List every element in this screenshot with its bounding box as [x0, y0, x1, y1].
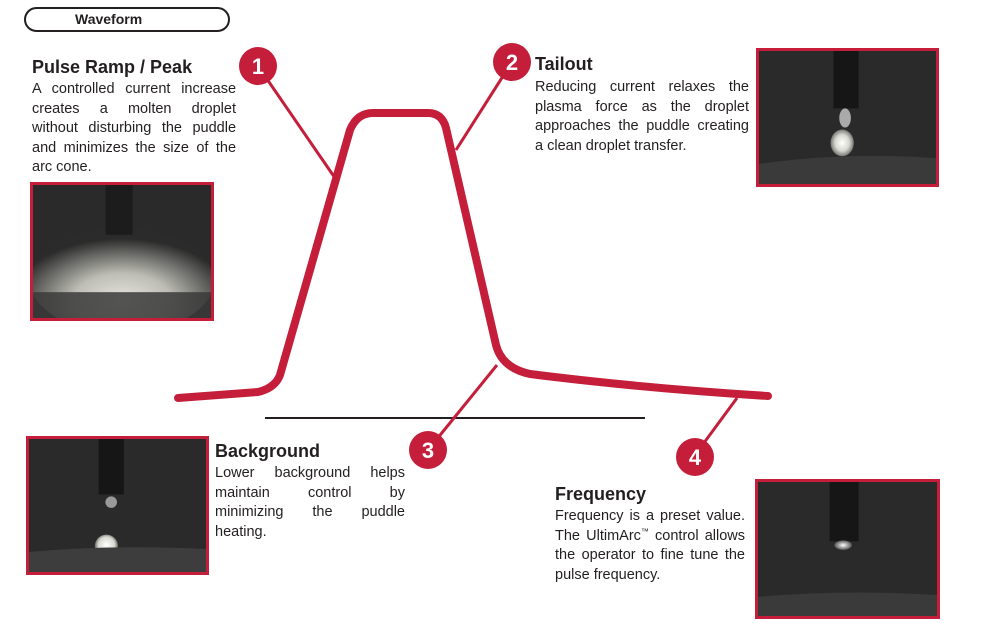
pulse-ramp-line: the size of the arc cone.: [32, 139, 237, 176]
background-title: Background: [215, 441, 321, 461]
frequency-line: pulse frequency.: [555, 566, 661, 583]
background-line: Lower background helps: [215, 465, 405, 481]
badge-1: 1: [239, 47, 277, 85]
pulse-ramp-photo: [30, 182, 214, 321]
badge-2: 2: [493, 43, 531, 81]
background-line: heating.: [215, 523, 267, 540]
frequency-line-text: value. The UltimArc: [555, 508, 746, 544]
pulse-ramp-line: increase creates a molten: [32, 81, 237, 117]
trademark-symbol: ™: [640, 526, 649, 536]
leader-line-1: [256, 65, 337, 179]
background-line: maintain control by: [215, 484, 405, 501]
frequency-photo: [755, 479, 940, 619]
frequency-line: value. The UltimArc™: [555, 508, 745, 544]
badge-2-number: 2: [506, 50, 518, 75]
pulse-ramp-title: Pulse Ramp / Peak: [32, 57, 193, 77]
tailout-line: Reducing current relaxes the: [535, 79, 749, 95]
tailout-title: Tailout: [535, 54, 593, 74]
frequency-line: control allows the: [555, 527, 745, 564]
frequency-line: Frequency is a preset: [555, 508, 701, 524]
badge-3: 3: [409, 431, 447, 469]
pulse-ramp-line: A controlled current: [32, 81, 171, 97]
badge-4-number: 4: [689, 445, 702, 470]
tailout-line: transfer.: [634, 137, 687, 154]
pulse-ramp-description: A controlled current increase creates a …: [32, 80, 236, 178]
background-line: minimizing the puddle: [215, 504, 405, 520]
background-photo: [26, 436, 209, 575]
frequency-line: operator to fine tune the: [581, 547, 745, 563]
tailout-line: approaches the puddle: [535, 118, 690, 134]
pulse-ramp-line: droplet without disturbing: [32, 100, 236, 137]
frequency-description: Frequency is a preset value. The UltimAr…: [555, 507, 745, 585]
waveform-header: Waveform: [24, 7, 230, 32]
tailout-description: Reducing current relaxes the plasma forc…: [535, 78, 749, 156]
badge-4: 4: [676, 438, 714, 476]
badge-3-number: 3: [422, 438, 434, 463]
waveform-header-label: Waveform: [75, 11, 143, 27]
badge-1-number: 1: [252, 54, 264, 79]
pulse-ramp-line: the puddle and minimizes: [32, 120, 237, 156]
pulse-waveform-curve: [174, 109, 772, 402]
background-description: Lower background helps maintain control …: [215, 464, 405, 542]
tailout-photo: [756, 48, 939, 187]
tailout-line: plasma force as the droplet: [535, 98, 749, 115]
frequency-title: Frequency: [555, 484, 647, 504]
tailout-line: creating a clean droplet: [535, 118, 749, 154]
